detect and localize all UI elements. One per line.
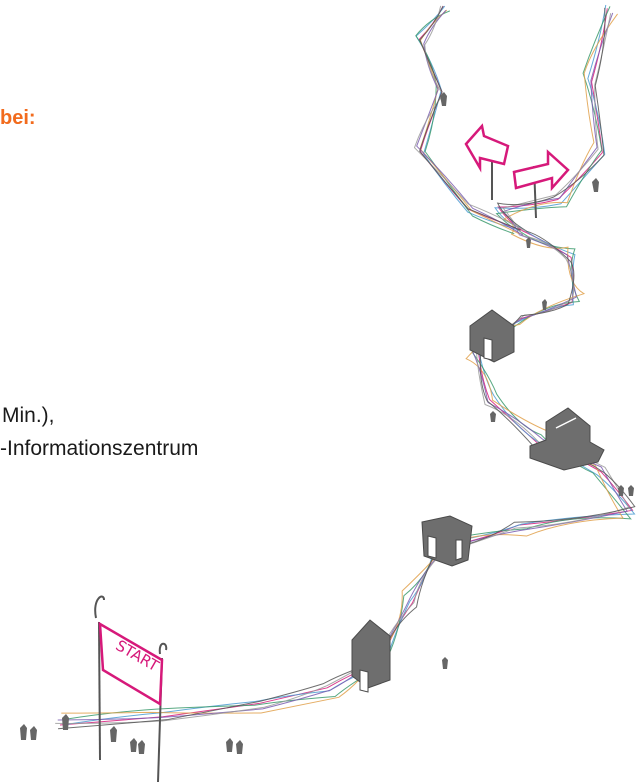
hiker-icon: [62, 714, 69, 730]
path-strand: [55, 13, 629, 723]
path-strand: [64, 5, 634, 725]
path-strand: [61, 14, 623, 713]
direction-arrow-icon: [466, 126, 508, 200]
hiker-icon: [110, 726, 117, 742]
winding-path-lines: [55, 5, 635, 729]
house-icon: [422, 516, 472, 566]
house-icon: [530, 408, 604, 470]
path-strand: [420, 6, 521, 230]
path-strand: [60, 8, 633, 725]
path-strand: [66, 6, 630, 719]
hiker-icon: [442, 657, 448, 669]
hiker-icon: [20, 724, 37, 740]
hiker-icon: [226, 738, 243, 754]
hiker-icon: [592, 178, 599, 192]
start-banner-icon: START: [95, 597, 166, 782]
hiker-icon: [618, 485, 634, 496]
path-strand: [58, 8, 635, 729]
hiker-icon: [130, 738, 145, 754]
hiker-icon: [490, 411, 496, 422]
path-strand: [58, 13, 627, 720]
path-strand: [419, 6, 520, 230]
path-strand: [420, 10, 519, 234]
